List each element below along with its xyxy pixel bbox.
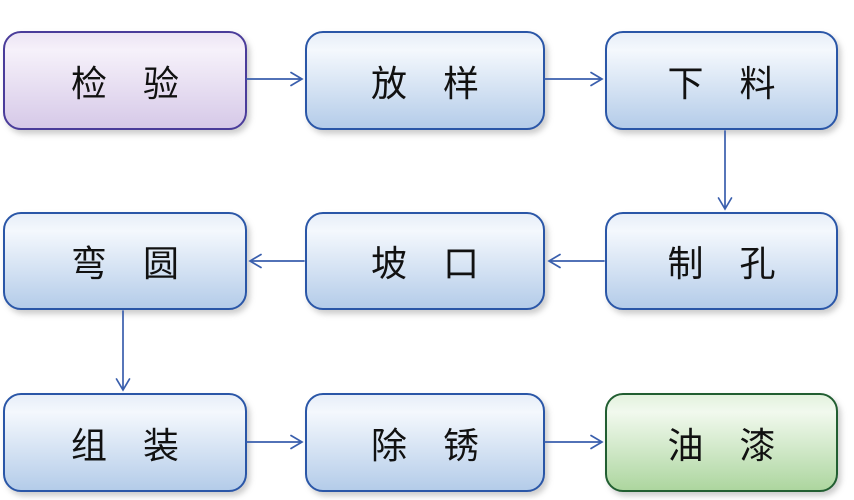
node-inspection: 检 验 (3, 31, 247, 130)
node-cutting: 下 料 (605, 31, 838, 130)
node-rounding-label: 弯 圆 (70, 244, 179, 285)
node-cutting-label: 下 料 (667, 63, 776, 105)
node-rounding: 弯 圆 (3, 212, 247, 310)
node-beveling: 坡 口 (305, 212, 545, 310)
arrow-drilling-to-beveling (547, 253, 605, 269)
node-assembly: 组 装 (3, 393, 247, 492)
arrow-lofting-to-cutting (544, 71, 604, 87)
node-inspection-label: 检 验 (70, 63, 179, 105)
node-assembly-label: 组 装 (70, 425, 179, 467)
node-derusting-label: 除 锈 (370, 425, 479, 467)
arrow-derusting-to-painting (544, 434, 604, 450)
node-lofting-label: 放 样 (370, 63, 479, 105)
arrow-beveling-to-rounding (248, 253, 305, 269)
node-drilling: 制 孔 (605, 212, 838, 310)
node-derusting: 除 锈 (305, 393, 545, 492)
arrow-assembly-to-derusting (246, 434, 304, 450)
arrow-inspection-to-lofting (246, 71, 304, 87)
node-lofting: 放 样 (305, 31, 545, 130)
node-painting: 油 漆 (605, 393, 838, 492)
arrow-cutting-to-drilling (717, 130, 733, 211)
arrow-rounding-to-assembly (115, 310, 131, 392)
node-beveling-label: 坡 口 (370, 244, 479, 285)
node-drilling-label: 制 孔 (667, 244, 776, 285)
node-painting-label: 油 漆 (667, 425, 776, 467)
